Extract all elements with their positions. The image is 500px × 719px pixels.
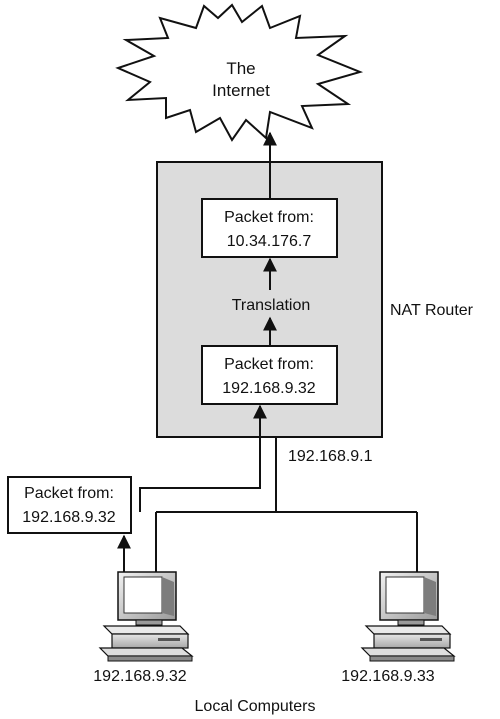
translation-label: Translation	[232, 297, 311, 314]
packet-out-line2: 10.34.176.7	[227, 233, 312, 250]
router-label: NAT Router	[390, 302, 474, 319]
packet-outgoing-box: Packet from: 10.34.176.7	[201, 198, 338, 258]
internet-cloud: The Internet	[115, 3, 364, 142]
cloud-label-line1: The	[226, 59, 255, 78]
packet-in-line1: Packet from:	[224, 356, 314, 373]
computer-2-ip: 192.168.9.33	[341, 668, 435, 685]
packet-local-line2: 192.168.9.32	[22, 509, 116, 526]
computer-2-icon	[360, 571, 456, 662]
packet-local-box: Packet from: 192.168.9.32	[7, 476, 132, 534]
packet-out-line1: Packet from:	[224, 209, 314, 226]
router-ip: 192.168.9.1	[288, 448, 373, 465]
packet-local-line1: Packet from:	[24, 485, 114, 502]
computer-1-ip: 192.168.9.32	[93, 668, 187, 685]
cloud-label-line2: Internet	[212, 81, 270, 100]
computer-1-icon	[98, 571, 194, 662]
arrow-local-to-router	[139, 404, 267, 512]
packet-in-line2: 192.168.9.32	[222, 380, 316, 397]
packet-incoming-box: Packet from: 192.168.9.32	[201, 345, 338, 405]
footer-label: Local Computers	[195, 698, 316, 715]
